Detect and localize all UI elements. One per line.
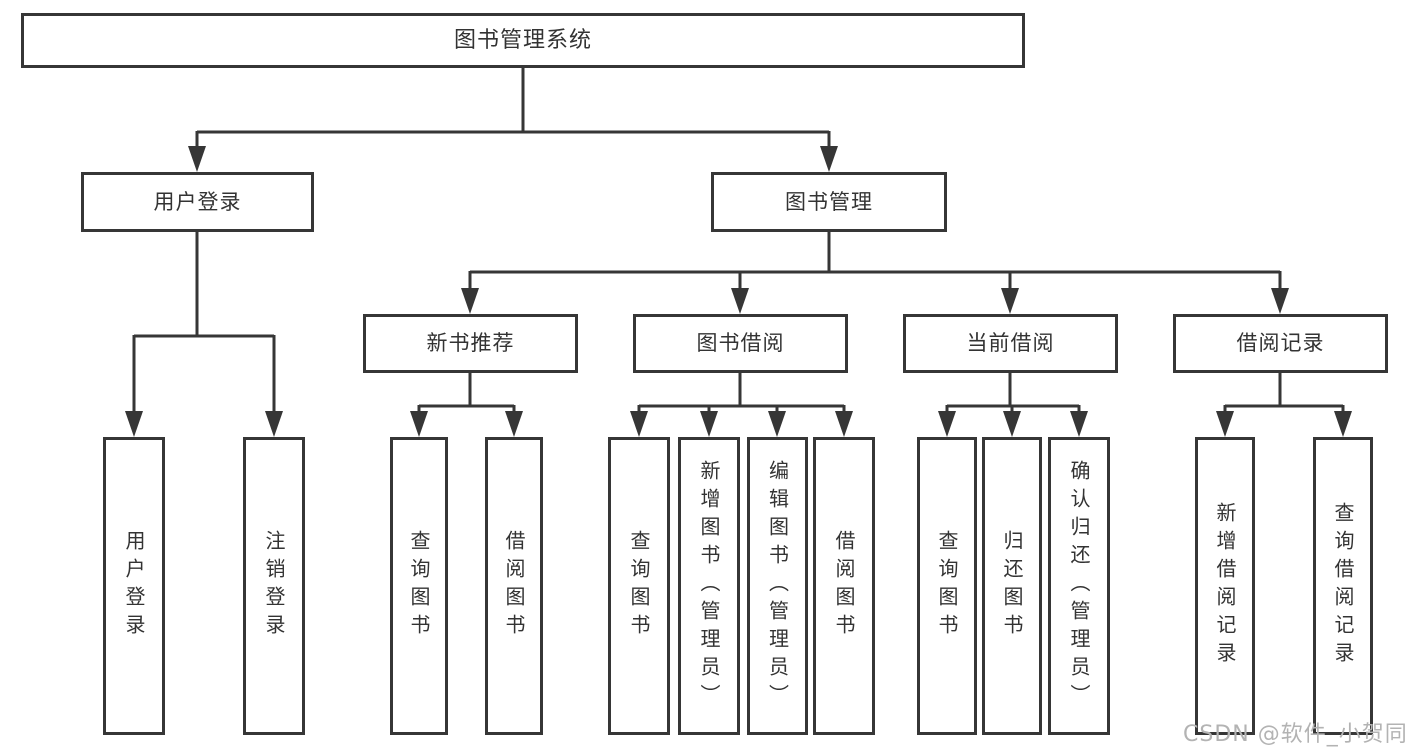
leaf-return-books: 归还图书 xyxy=(982,437,1042,735)
leaf-query-borrow-record: 查询借阅记录 xyxy=(1313,437,1373,735)
node-new-book-recommendation: 新书推荐 xyxy=(363,314,578,373)
node-book-management: 图书管理 xyxy=(711,172,947,232)
connector-book-borrowing-to-leaves xyxy=(630,371,853,437)
leaf-add-borrow-record: 新增借阅记录 xyxy=(1195,437,1255,735)
connector-root-to-level2 xyxy=(188,66,838,172)
leaf-query-books-borrowing: 查询图书 xyxy=(608,437,670,735)
leaf-borrow-books-borrowing: 借阅图书 xyxy=(813,437,875,735)
connector-user-login-to-leaves xyxy=(125,230,283,437)
leaf-confirm-return-admin: 确认归还（管理员） xyxy=(1048,437,1110,735)
leaf-user-login: 用户登录 xyxy=(103,437,165,735)
connector-borrowing-records-to-leaves xyxy=(1216,371,1352,437)
node-user-login: 用户登录 xyxy=(81,172,314,232)
leaf-query-books-current: 查询图书 xyxy=(917,437,977,735)
leaf-edit-books-admin: 编辑图书（管理员） xyxy=(747,437,808,735)
connector-book-management-to-level3 xyxy=(461,230,1289,314)
leaf-query-books-recommendation: 查询图书 xyxy=(390,437,448,735)
connector-current-borrowing-to-leaves xyxy=(938,371,1088,437)
node-book-borrowing: 图书借阅 xyxy=(633,314,848,373)
leaf-logout: 注销登录 xyxy=(243,437,305,735)
connector-new-book-recommendation-to-leaves xyxy=(410,371,523,437)
csdn-watermark: CSDN @软件_小贺同学 xyxy=(1183,722,1405,747)
leaf-add-books-admin: 新增图书（管理员） xyxy=(678,437,740,735)
node-current-borrowing: 当前借阅 xyxy=(903,314,1118,373)
root-node-library-management-system: 图书管理系统 xyxy=(21,13,1025,68)
node-borrowing-records: 借阅记录 xyxy=(1173,314,1388,373)
leaf-borrow-books-recommendation: 借阅图书 xyxy=(485,437,543,735)
